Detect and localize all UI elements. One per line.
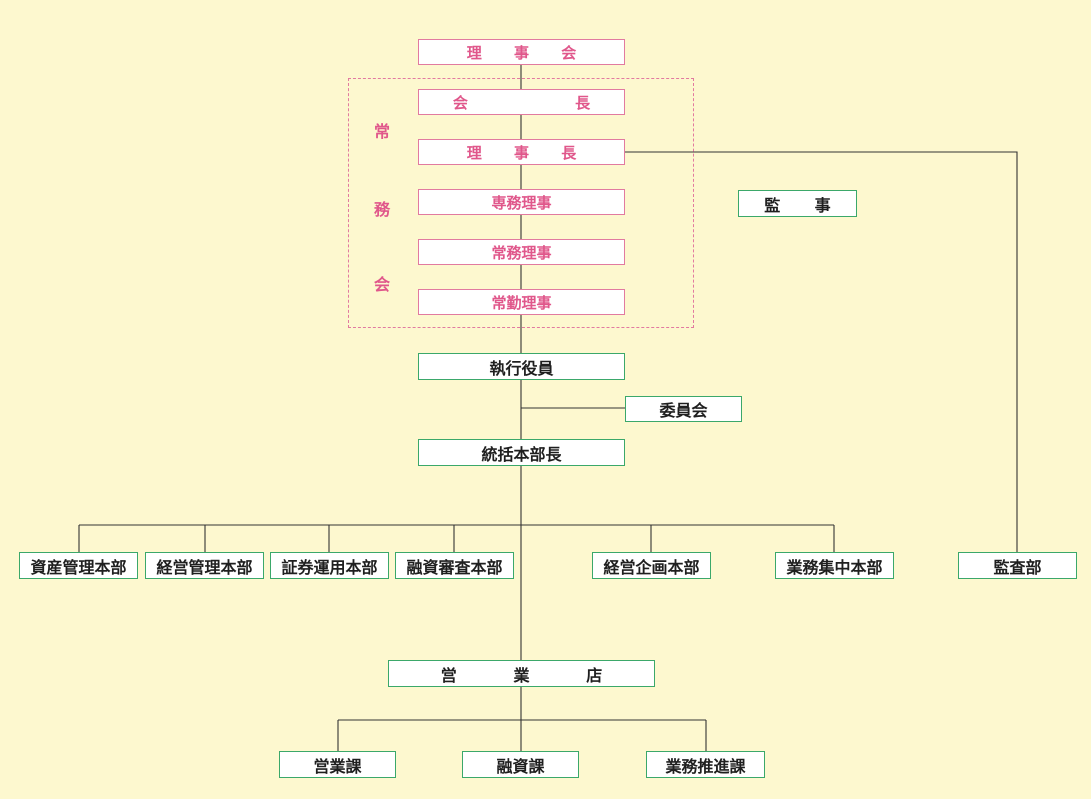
loan-section-box: 融資課 <box>462 751 579 778</box>
managing-director-box: 常務理事 <box>418 239 625 265</box>
committees-box: 委員会 <box>625 396 742 422</box>
auditor-box: 監 事 <box>738 190 857 217</box>
managing-committee-box <box>348 78 694 328</box>
committee-label-char-1: 常 <box>373 122 390 141</box>
loan-review-division-box: 融資審査本部 <box>395 552 514 579</box>
asset-management-division-box: 資産管理本部 <box>19 552 138 579</box>
sales-section-box: 営業課 <box>279 751 396 778</box>
business-promotion-section-box: 業務推進課 <box>646 751 765 778</box>
senior-managing-director-box: 専務理事 <box>418 189 625 215</box>
board-of-directors-box: 理 事 会 <box>418 39 625 65</box>
securities-operations-division-box: 証券運用本部 <box>270 552 389 579</box>
operations-center-division-box: 業務集中本部 <box>775 552 894 579</box>
committee-label-char-2: 務 <box>373 200 390 219</box>
executive-officers-box: 執行役員 <box>418 353 625 380</box>
committee-label-char-3: 会 <box>373 275 390 294</box>
general-manager-box: 統括本部長 <box>418 439 625 466</box>
audit-department-box: 監査部 <box>958 552 1077 579</box>
chairman-box: 会 長 <box>418 89 625 115</box>
business-planning-division-box: 経営企画本部 <box>592 552 711 579</box>
business-management-division-box: 経営管理本部 <box>145 552 264 579</box>
full-time-director-box: 常勤理事 <box>418 289 625 315</box>
president-box: 理 事 長 <box>418 139 625 165</box>
audit-line <box>625 151 1018 552</box>
branches-box: 営 業 店 <box>388 660 655 687</box>
